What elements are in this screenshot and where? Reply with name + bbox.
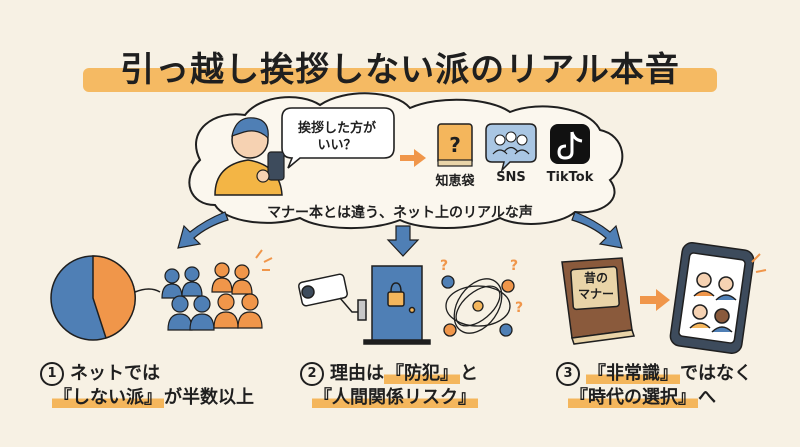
question-book-icon: ? <box>437 123 473 167</box>
point-2-line2: 『人間関係リスク』 <box>300 386 478 410</box>
point-2-highlight-1: 『防犯』 <box>384 363 460 384</box>
svg-text:?: ? <box>449 133 461 157</box>
point-2-line1: 2 理由は『防犯』と <box>300 362 478 386</box>
smartphone-video-call-icon <box>669 242 767 354</box>
person-with-phone-icon <box>214 117 285 196</box>
book-cover-text: 昔の マナー <box>572 270 620 302</box>
security-camera-icon <box>298 273 367 321</box>
point-2-pre: 理由は <box>330 363 384 384</box>
point-1-rest: が半数以上 <box>164 387 254 408</box>
speech-bubble <box>281 107 395 169</box>
people-chat-icon <box>485 123 537 173</box>
point-1-highlight: 『しない派』 <box>52 387 164 408</box>
arrow-right-icon-2 <box>640 289 670 311</box>
arrow-down-icon <box>386 225 420 257</box>
point-3-line2: 『時代の選択』へ <box>556 386 752 410</box>
point-3-end: へ <box>698 387 716 408</box>
svg-text:?: ? <box>515 300 523 316</box>
point-2-post: と <box>460 363 478 384</box>
point-1: 1 ネットでは 『しない派』が半数以上 <box>40 362 254 410</box>
speech-bubble-line2: いい？ <box>317 138 357 153</box>
old-manners-book-icon <box>561 257 635 345</box>
pie-chart-icon <box>50 255 161 341</box>
page-title: 引っ越し挨拶しない派のリアル本音 <box>120 50 680 90</box>
svg-text:?: ? <box>510 258 518 274</box>
point-2-number: 2 <box>300 362 324 386</box>
arrow-right-down-icon <box>571 211 623 249</box>
title-block: 引っ越し挨拶しない派のリアル本音 <box>75 38 725 96</box>
svg-text:?: ? <box>440 258 448 274</box>
title-highlight <box>83 68 717 92</box>
point-1-number: 1 <box>40 362 64 386</box>
crowd-icon <box>161 249 273 331</box>
tiktok-icon <box>550 124 590 164</box>
point-3-highlight-1: 『非常識』 <box>586 363 680 384</box>
book-line2: マナー <box>577 287 614 301</box>
book-line1: 昔の <box>583 271 608 285</box>
point-3: 3 『非常識』ではなく 『時代の選択』へ <box>556 362 752 410</box>
arrow-right-icon <box>400 149 426 167</box>
point-1-line2: 『しない派』が半数以上 <box>40 386 254 410</box>
source-label-tiktok: TikTok <box>546 170 594 185</box>
source-label-sns: SNS <box>496 170 526 185</box>
point-3-number: 3 <box>556 362 580 386</box>
point-3-highlight-2: 『時代の選択』 <box>568 387 698 408</box>
locked-door-icon <box>363 265 431 345</box>
point-3-post: ではなく <box>680 363 752 384</box>
tangled-relationships-icon: ? ? ? <box>440 258 523 337</box>
point-2: 2 理由は『防犯』と 『人間関係リスク』 <box>300 362 478 410</box>
source-label-chiebukuro: 知恵袋 <box>435 174 475 189</box>
arrow-left-down-icon <box>177 211 229 249</box>
point-1-line1: 1 ネットでは <box>40 362 254 386</box>
point-1-text: ネットでは <box>70 363 160 384</box>
subtitle: マナー本とは違う、ネット上のリアルな声 <box>267 205 533 221</box>
point-2-highlight-2: 『人間関係リスク』 <box>312 387 478 408</box>
speech-bubble-text: 挨拶した方が いい？ <box>282 120 392 154</box>
speech-bubble-line1: 挨拶した方が <box>297 121 376 136</box>
point-3-line1: 3 『非常識』ではなく <box>556 362 752 386</box>
